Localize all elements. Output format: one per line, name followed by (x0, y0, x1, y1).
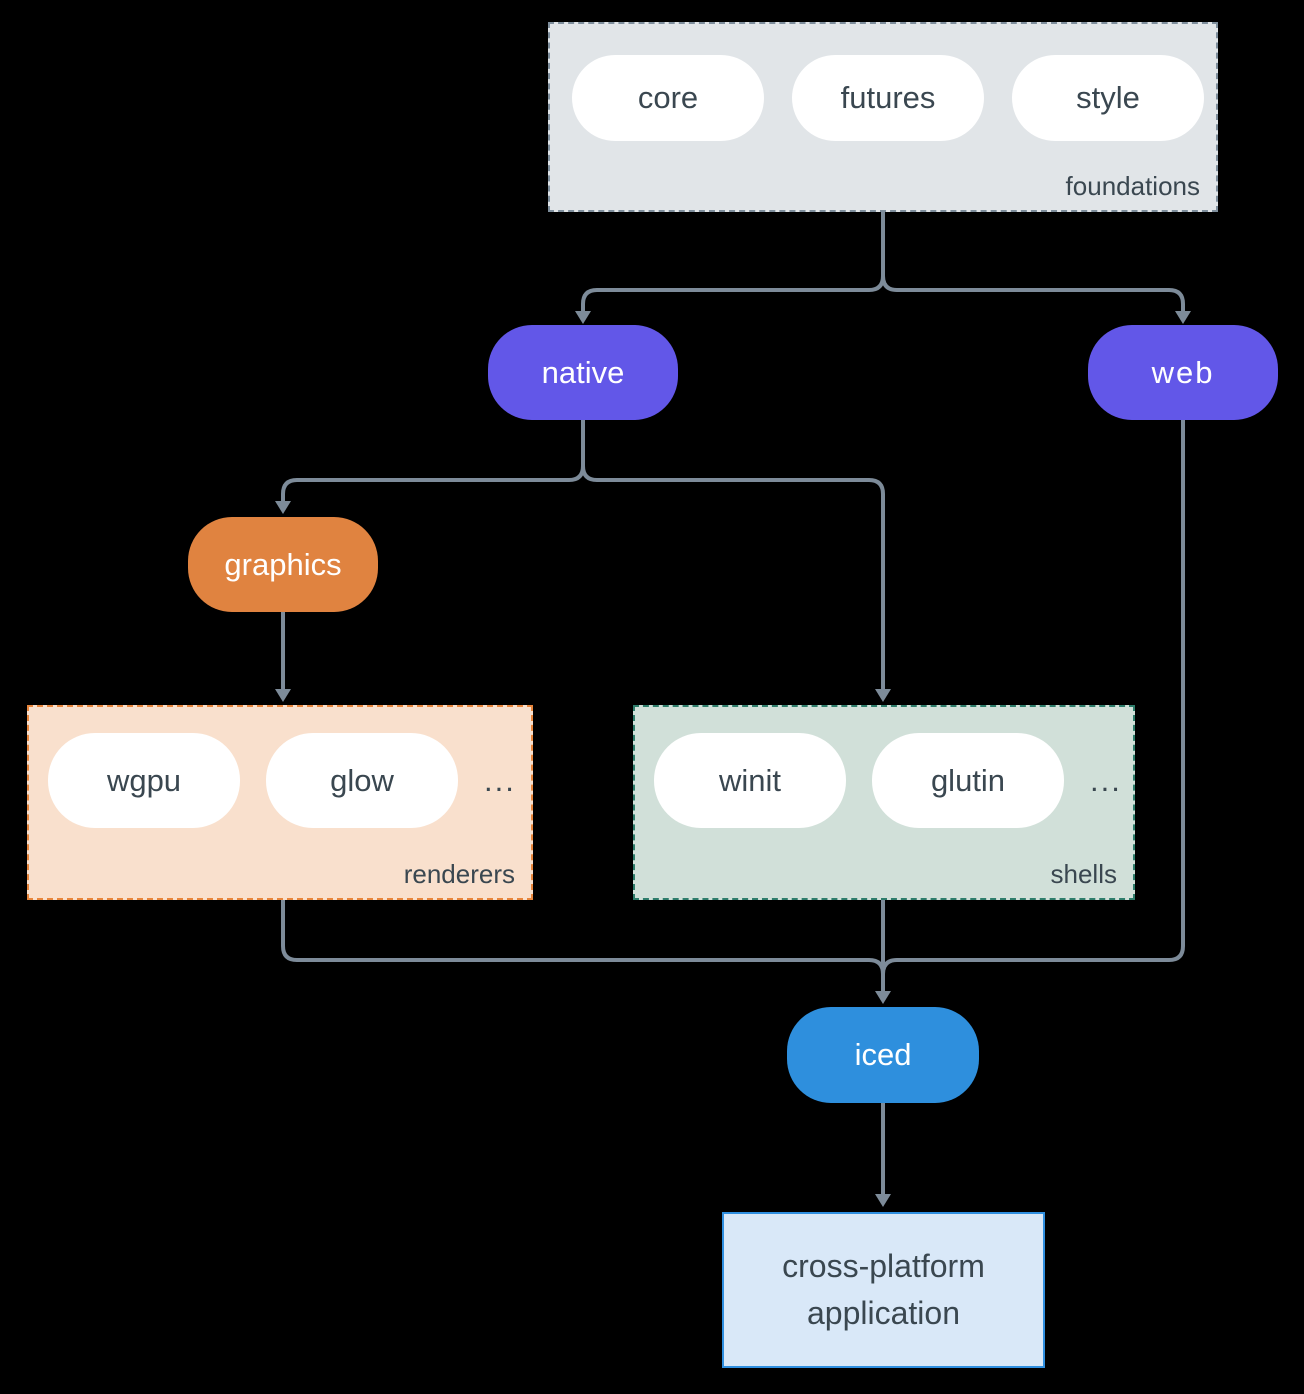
renderers-group: wgpu glow ... renderers (27, 705, 533, 900)
arrowhead-iced (875, 991, 891, 1004)
renderers-group-label: renderers (403, 859, 515, 889)
node-style-label: style (1076, 80, 1140, 115)
edge-native-shells (581, 420, 885, 689)
node-core: core (572, 55, 764, 141)
node-web-label: web (1151, 354, 1215, 390)
renderers-ellipsis: ... (484, 762, 516, 798)
shells-group: winit glutin ... shells (633, 705, 1135, 900)
node-glutin: glutin (872, 733, 1064, 828)
node-native: native (488, 325, 678, 420)
node-core-label: core (637, 80, 699, 115)
edge-foundations-native (581, 212, 885, 311)
arrowhead-web (1175, 311, 1191, 324)
node-iced: iced (787, 1007, 979, 1103)
node-winit: winit (654, 733, 846, 828)
cross-platform-application-label: cross-platform application (782, 1248, 985, 1331)
node-glow-label: glow (330, 762, 394, 798)
cross-platform-application-box: cross-platform application (722, 1212, 1045, 1368)
node-style: style (1012, 55, 1204, 141)
arrowhead-application (875, 1194, 891, 1207)
node-wgpu: wgpu (48, 733, 240, 828)
node-graphics: graphics (188, 517, 378, 612)
arrowhead-graphics (275, 501, 291, 514)
edge-native-graphics (281, 420, 585, 501)
node-web: web (1088, 325, 1278, 420)
renderers-pill-row: wgpu glow ... (29, 733, 516, 828)
shells-pill-row: winit glutin ... (635, 733, 1122, 828)
node-futures: futures (792, 55, 984, 141)
node-glow: glow (266, 733, 458, 828)
edge-renderers-iced (281, 900, 885, 975)
shells-ellipsis: ... (1090, 762, 1122, 798)
shells-group-label: shells (1050, 859, 1117, 889)
edge-foundations-web (881, 212, 1185, 311)
foundations-group: core futures style foundations (548, 22, 1218, 212)
foundations-pill-row: core futures style (550, 55, 1204, 141)
node-futures-label: futures (840, 80, 936, 115)
node-glutin-label: glutin (930, 762, 1006, 798)
node-native-label: native (541, 354, 625, 390)
node-wgpu-label: wgpu (106, 762, 182, 798)
arrowhead-native (575, 311, 591, 324)
node-winit-label: winit (718, 762, 781, 798)
arrowhead-renderers (275, 689, 291, 702)
node-graphics-label: graphics (224, 546, 342, 582)
node-iced-label: iced (854, 1037, 912, 1072)
arrowhead-shells (875, 689, 891, 702)
foundations-group-label: foundations (1065, 171, 1200, 201)
